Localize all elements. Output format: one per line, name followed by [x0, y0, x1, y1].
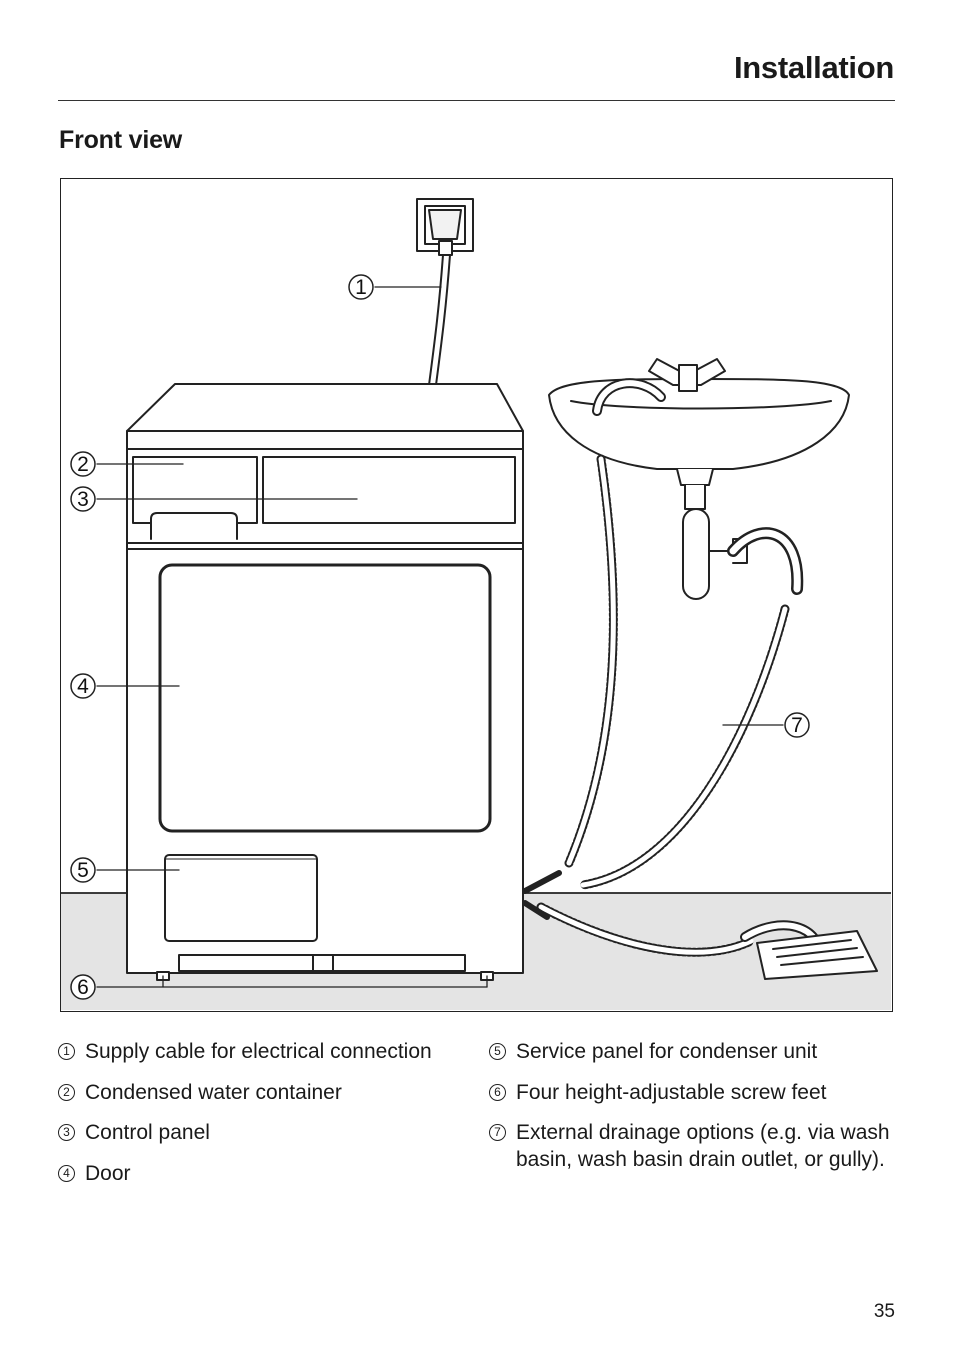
- legend-right-column: 5 Service panel for condenser unit 6 Fou…: [489, 1038, 899, 1187]
- legend-text: Condensed water container: [85, 1080, 342, 1104]
- service-panel: [164, 854, 318, 942]
- wall-socket: [416, 198, 474, 256]
- legend-item: 7 External drainage options (e.g. via wa…: [489, 1119, 899, 1173]
- page-number: 35: [873, 1301, 895, 1322]
- door-outline: [158, 563, 492, 833]
- floor-gully: [756, 930, 878, 980]
- legend-text: Four height-adjustable screw feet: [516, 1080, 827, 1104]
- header-divider: [58, 100, 895, 101]
- legend-item: 3 Control panel: [58, 1119, 448, 1146]
- legend-item: 5 Service panel for condenser unit: [489, 1038, 899, 1065]
- callout-6: 6: [77, 976, 89, 999]
- callout-leader-lines: [96, 286, 784, 988]
- section-title: Installation: [733, 50, 894, 85]
- supply-cable: [428, 254, 444, 386]
- legend-text: Door: [85, 1161, 131, 1185]
- legend-text: External drainage options (e.g. via wash…: [516, 1121, 890, 1171]
- callout-markers: [70, 274, 810, 1000]
- legend-number: 1: [58, 1043, 75, 1060]
- legend-text: Service panel for condenser unit: [516, 1040, 818, 1063]
- callout-1: 1: [355, 276, 367, 299]
- legend-item: 2 Condensed water container: [58, 1079, 448, 1106]
- hose-connector: [522, 870, 562, 894]
- legend-number: 5: [489, 1043, 506, 1060]
- legend-number: 4: [58, 1164, 75, 1182]
- dryer-installation-diagram: 1 2 3 4 5 6 7: [61, 198, 891, 1010]
- callout-4: 4: [77, 675, 89, 698]
- front-view-illustration: 1 2 3 4 5 6 7: [60, 178, 893, 1012]
- legend-number: 7: [489, 1124, 506, 1141]
- legend-number: 2: [58, 1083, 75, 1101]
- legend-left-column: 1 Supply cable for electrical connection…: [58, 1038, 448, 1200]
- tumble-dryer: [126, 383, 524, 981]
- legend-number: 6: [489, 1083, 506, 1101]
- callout-2: 2: [77, 453, 89, 476]
- legend-item: 6 Four height-adjustable screw feet: [489, 1079, 899, 1106]
- legend-text: Supply cable for electrical connection: [85, 1040, 432, 1063]
- subheading: Front view: [59, 126, 183, 154]
- legend-text: Control panel: [85, 1121, 210, 1144]
- callout-5: 5: [77, 859, 89, 882]
- control-panel-strip: [262, 456, 516, 524]
- wash-basin: [548, 358, 850, 600]
- callout-7: 7: [791, 714, 803, 737]
- legend-item: 4 Door: [58, 1160, 448, 1187]
- legend-item: 1 Supply cable for electrical connection: [58, 1038, 448, 1065]
- callout-3: 3: [77, 488, 89, 511]
- legend-number: 3: [58, 1124, 75, 1141]
